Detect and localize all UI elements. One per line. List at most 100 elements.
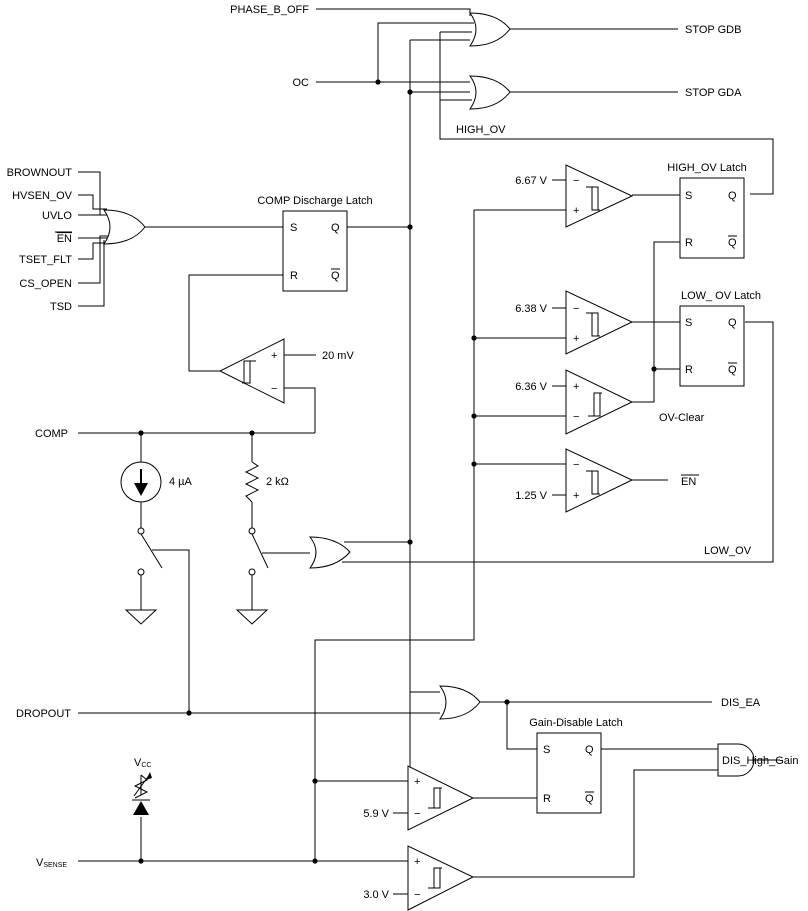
junction-dot	[407, 539, 413, 545]
switch-blade	[251, 533, 269, 569]
threshold-667-label: 6.67 V	[515, 175, 547, 187]
latch-r-pin: R	[685, 364, 693, 376]
hysteresis-symbols	[242, 186, 602, 889]
latch-q-pin: Q	[331, 222, 340, 234]
brownout-label: BROWNOUT	[7, 167, 73, 179]
comparator-minus-sign: −	[414, 889, 420, 901]
comparator-plus-sign: +	[573, 205, 579, 217]
resistor-label: 2 kΩ	[266, 476, 289, 488]
or-gate-stop-gdb	[469, 12, 511, 47]
latch-qbar-pin: Q	[585, 793, 594, 805]
latch-qbar-pin: Q	[728, 364, 737, 376]
tvs-arrowhead	[146, 772, 152, 780]
or-gate-stop-gda	[469, 75, 511, 110]
or-gate-discharge	[308, 536, 351, 569]
ov-clear-label: OV-Clear	[659, 412, 705, 424]
comparator-minus-sign: −	[414, 808, 420, 820]
uvlo-label: UVLO	[42, 210, 72, 222]
comparator-comp-discharge	[218, 338, 285, 404]
junction-dot	[471, 413, 477, 419]
resistor-2k	[244, 461, 260, 503]
comp-label: COMP	[35, 428, 68, 440]
comparator-en	[565, 448, 634, 513]
comparator-minus-sign: −	[573, 175, 579, 187]
tset-flt-label: TSET_FLT	[19, 254, 72, 266]
junction-dot	[312, 778, 318, 784]
junction-dot	[407, 224, 413, 230]
current-arrowhead	[134, 483, 148, 496]
vcc-resistor	[133, 774, 149, 799]
threshold-638-label: 6.38 V	[515, 303, 547, 315]
ground-icon	[124, 609, 158, 625]
switch-contact	[137, 527, 145, 535]
latch-s-pin: S	[685, 190, 692, 202]
comparator-minus-sign: −	[271, 383, 277, 395]
ground-icon	[235, 609, 269, 625]
latch-q-pin: Q	[728, 190, 737, 202]
junction-dot	[249, 430, 255, 436]
junction-dot	[471, 335, 477, 341]
tsd-label: TSD	[50, 301, 72, 313]
current-source-label: 4 µA	[169, 476, 193, 488]
or-gate-dis-ea	[439, 685, 481, 720]
diode-icon	[133, 801, 149, 815]
threshold-59-label: 5.9 V	[363, 808, 389, 820]
threshold-30-label: 3.0 V	[363, 889, 389, 901]
phase-b-off-label: PHASE_B_OFF	[230, 4, 309, 16]
en-output-label: EN	[681, 476, 696, 488]
cs-open-label: CS_OPEN	[19, 278, 72, 290]
comp-discharge-latch	[282, 210, 348, 292]
comparator-low-ov	[565, 290, 634, 355]
low-ov-latch	[679, 305, 745, 387]
threshold-125-label: 1.25 V	[515, 490, 547, 502]
stop-gda-label: STOP GDA	[685, 87, 742, 99]
or-gate-fault-inputs	[103, 209, 146, 245]
junction-dot	[407, 89, 413, 95]
junction-dot	[186, 710, 192, 716]
vsense-label: VSENSE	[36, 857, 67, 869]
threshold-636-label: 6.36 V	[515, 381, 547, 393]
low-ov-latch-title: LOW_ OV Latch	[681, 290, 761, 302]
junction-dot	[138, 858, 144, 864]
latch-qbar-pin: Q	[728, 237, 737, 249]
threshold-20mv-label: 20 mV	[322, 350, 354, 362]
latch-r-pin: R	[685, 237, 693, 249]
gain-disable-latch	[536, 732, 602, 814]
junction-dot	[375, 79, 381, 85]
comparator-plus-sign: +	[414, 776, 420, 788]
oc-label: OC	[293, 77, 310, 89]
comp-discharge-latch-title: COMP Discharge Latch	[257, 195, 372, 207]
dropout-label: DROPOUT	[16, 708, 71, 720]
high-ov-latch-title: HIGH_OV Latch	[667, 162, 746, 174]
switch-contact	[248, 568, 256, 576]
high-ov-latch	[679, 177, 745, 259]
junctions	[138, 79, 657, 864]
latch-s-pin: S	[685, 317, 692, 329]
comparator-minus-sign: −	[573, 303, 579, 315]
switch-contact	[137, 568, 145, 576]
junction-dot	[138, 430, 144, 436]
junction-dot	[504, 699, 510, 705]
comparator-plus-sign: +	[414, 856, 420, 868]
hvsen-ov-label: HVSEN_OV	[12, 190, 73, 202]
latch-r-pin: R	[543, 793, 551, 805]
stop-gdb-label: STOP GDB	[685, 24, 741, 36]
wires	[78, 8, 780, 895]
junction-dot	[471, 461, 477, 467]
junction-dot	[312, 858, 318, 864]
dis-ea-label: DIS_EA	[721, 697, 761, 709]
low-ov-net-label: LOW_OV	[704, 545, 752, 557]
switch-contact	[248, 527, 256, 535]
latch-r-pin: R	[290, 270, 298, 282]
comparator-plus-sign: +	[573, 490, 579, 502]
latch-q-pin: Q	[728, 317, 737, 329]
latch-qbar-pin: Q	[331, 270, 340, 282]
gain-disable-latch-title: Gain-Disable Latch	[529, 717, 623, 729]
comparator-plus-sign: +	[271, 350, 277, 362]
comparator-plus-sign: +	[573, 333, 579, 345]
junction-dot	[651, 366, 657, 372]
latch-q-pin: Q	[585, 744, 594, 756]
en-input-label: EN	[57, 233, 72, 245]
vcc-label: VCC	[134, 757, 151, 769]
